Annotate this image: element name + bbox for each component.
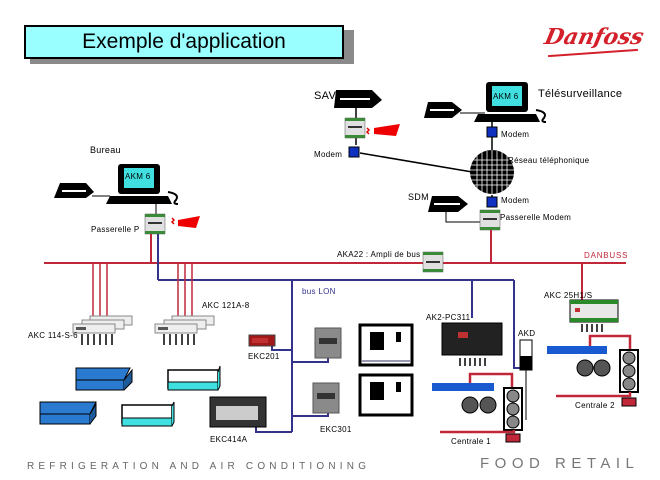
label-bureau: Bureau: [90, 145, 121, 155]
telesurv-computer-icon: [474, 82, 547, 123]
label-modem-right: Modem: [501, 130, 530, 139]
label-centrale1: Centrale 1: [451, 437, 491, 446]
label-modem-left: Modem: [314, 150, 343, 159]
danbuss-drops-akc121: [177, 263, 193, 316]
label-akc114: AKC 114-S-6: [28, 331, 78, 340]
sav-gateway-icon: [344, 117, 366, 139]
bureau-printer-icon: [54, 183, 110, 198]
aka22-amplifier-icon: [422, 251, 444, 273]
modem-icon: [486, 126, 498, 138]
label-reseau: Réseau téléphonique: [508, 156, 590, 165]
chiller-case-icon: [121, 401, 175, 427]
label-passerelle-p: Passerelle P: [91, 225, 140, 234]
label-ekc414a: EKC414A: [210, 435, 248, 444]
footer-tagline-left: REFRIGERATION AND AIR CONDITIONING: [27, 461, 371, 472]
ekc301-controller-icon: [312, 382, 340, 414]
bureau-computer-icon: [106, 164, 179, 214]
chiller-case-icon: [167, 365, 221, 391]
label-telesurveillance: Télésurveillance: [538, 88, 623, 100]
label-danbuss: DANBUSS: [584, 251, 629, 260]
freezer-case-icon: [39, 401, 97, 425]
label-ak2pc311: AK2-PC311: [426, 313, 471, 322]
sdm-printer-icon: [428, 196, 480, 223]
label-centrale2: Centrale 2: [575, 401, 615, 410]
label-bus-lon: bus LON: [302, 287, 336, 296]
label-ekc201: EKC201: [248, 352, 280, 361]
freezer-case-icon: [75, 367, 133, 391]
akc25-controller-icon: [569, 299, 619, 332]
modem-icon: [486, 196, 498, 208]
danfoss-logo: Danfoss: [542, 24, 647, 50]
label-akc121: AKC 121A-8: [202, 301, 250, 310]
footer-tagline-right: FOOD RETAIL: [480, 455, 640, 472]
label-akd: AKD: [518, 329, 536, 338]
page-title: Exemple d'application: [24, 25, 344, 59]
alarm-horn-icon: [365, 124, 400, 136]
alarm-horn-icon: [170, 216, 200, 228]
label-akm-top: AKM 6: [493, 92, 519, 101]
ekc201-controller-icon: [248, 334, 276, 347]
label-passerelle-modem: Passerelle Modem: [500, 213, 572, 222]
label-akm-bureau: AKM 6: [125, 172, 151, 181]
centrale1-rack-icon: [432, 372, 523, 443]
label-akc25: AKC 25H1/S: [544, 291, 593, 300]
phone-line-sav: [359, 152, 491, 176]
akc114-controller-icon: [72, 315, 133, 345]
danbuss-drops-akc114: [92, 263, 108, 316]
passerelle-p-icon: [144, 213, 166, 235]
modem-icon: [348, 146, 360, 158]
label-modem-sdm: Modem: [501, 196, 530, 205]
label-ekc301: EKC301: [320, 425, 352, 434]
sav-printer-icon: [334, 90, 382, 108]
passerelle-modem-icon: [479, 209, 501, 231]
ak2pc311-controller-icon: [441, 322, 503, 366]
cold-room-icon: [358, 373, 414, 417]
cold-room-icon: [358, 323, 414, 367]
ekc414a-controller-icon: [209, 396, 267, 428]
label-aka22: AKA22 : Ampli de bus: [337, 250, 421, 259]
telesurv-printer-icon: [424, 102, 485, 118]
centrale2-rack-icon: [547, 334, 639, 407]
label-sdm: SDM: [408, 192, 429, 202]
akc121-controller-icon: [154, 315, 215, 345]
akd-drive-icon: [519, 339, 533, 420]
ekc301-controller-icon: [314, 327, 342, 359]
label-sav: SAV: [314, 90, 337, 102]
phone-network-icon: [470, 150, 514, 194]
